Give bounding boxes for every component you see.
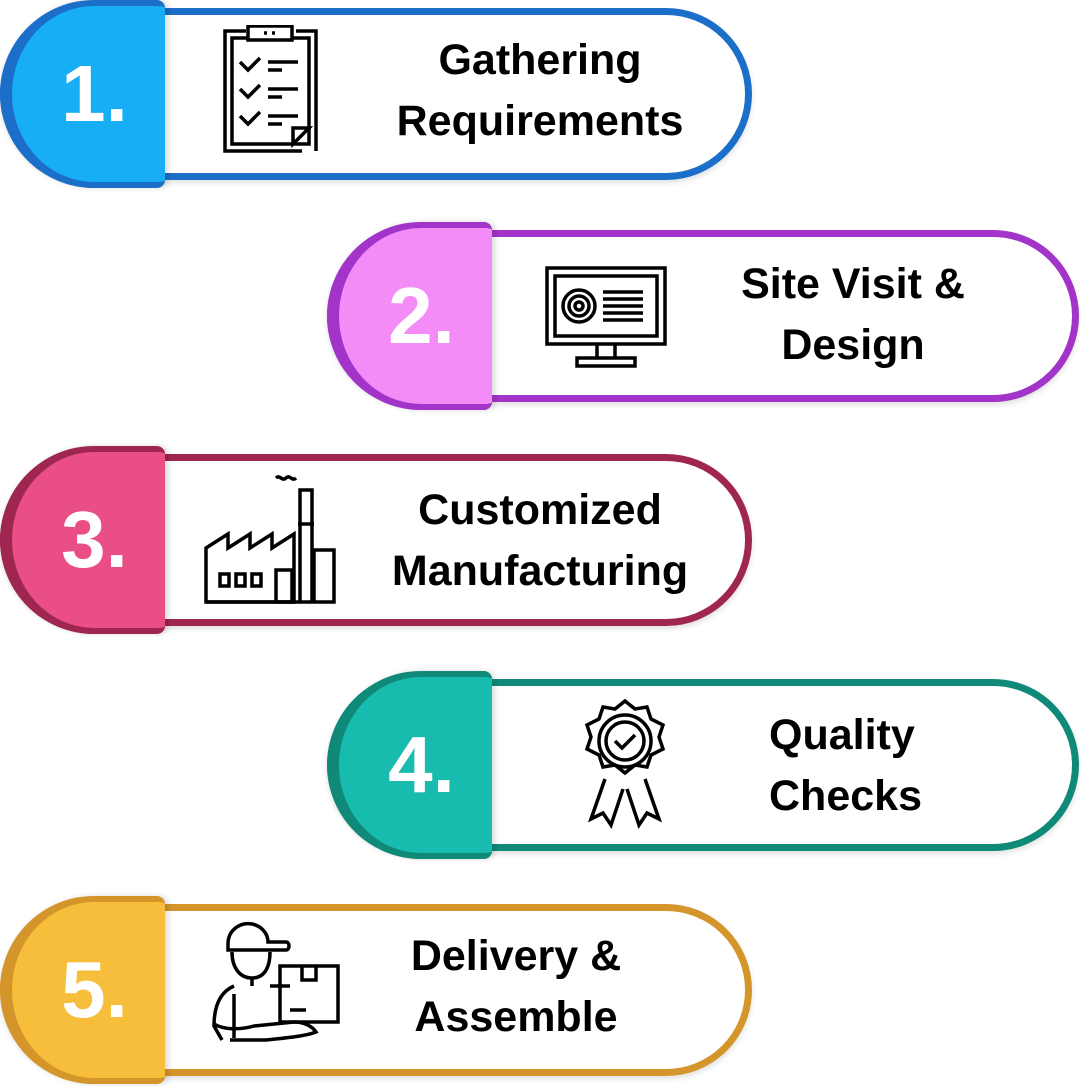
label-line: Site Visit & bbox=[741, 260, 965, 308]
step-5: 5. Delivery & Assemble bbox=[0, 896, 752, 1086]
step-3-label: Customized Manufacturing bbox=[360, 480, 720, 602]
step-number: 5. bbox=[61, 945, 128, 1034]
step-2-badge: 2. bbox=[327, 222, 492, 410]
label-line: Requirements bbox=[396, 97, 684, 145]
delivery-person-icon bbox=[212, 921, 340, 1042]
step-1-badge: 1. bbox=[0, 0, 165, 188]
monitor-fingerprint-icon bbox=[545, 266, 667, 368]
label-line: Design bbox=[781, 321, 925, 369]
label-line: Assemble bbox=[414, 993, 618, 1041]
step-4: 4. Quality Checks bbox=[327, 671, 1079, 861]
step-number: 2. bbox=[388, 271, 455, 360]
step-4-label: Quality Checks bbox=[673, 705, 1029, 827]
label-line: Delivery & bbox=[410, 932, 622, 980]
step-number: 3. bbox=[61, 495, 128, 584]
step-5-label: Delivery & Assemble bbox=[336, 926, 696, 1048]
clipboard-checklist-icon bbox=[223, 25, 318, 153]
step-number: 4. bbox=[388, 720, 455, 809]
step-3-badge: 3. bbox=[0, 446, 165, 634]
step-3: 3. Customized Manufacturing bbox=[0, 446, 752, 636]
step-5-badge: 5. bbox=[0, 896, 165, 1084]
step-1-label: Gathering Requirements bbox=[360, 30, 720, 152]
label-line: Checks bbox=[769, 772, 922, 820]
step-2: 2. Site Visit & Design bbox=[327, 222, 1079, 412]
label-line: Gathering bbox=[438, 36, 642, 84]
label-line: Manufacturing bbox=[391, 547, 689, 595]
label-line: Quality bbox=[769, 711, 915, 759]
step-number: 1. bbox=[61, 49, 128, 138]
factory-icon bbox=[204, 475, 336, 604]
step-1: 1. Gathering Requirements bbox=[0, 0, 752, 190]
step-4-badge: 4. bbox=[327, 671, 492, 859]
award-badge-icon bbox=[584, 698, 666, 829]
step-2-label: Site Visit & Design bbox=[673, 254, 1033, 376]
label-line: Customized bbox=[418, 486, 662, 534]
